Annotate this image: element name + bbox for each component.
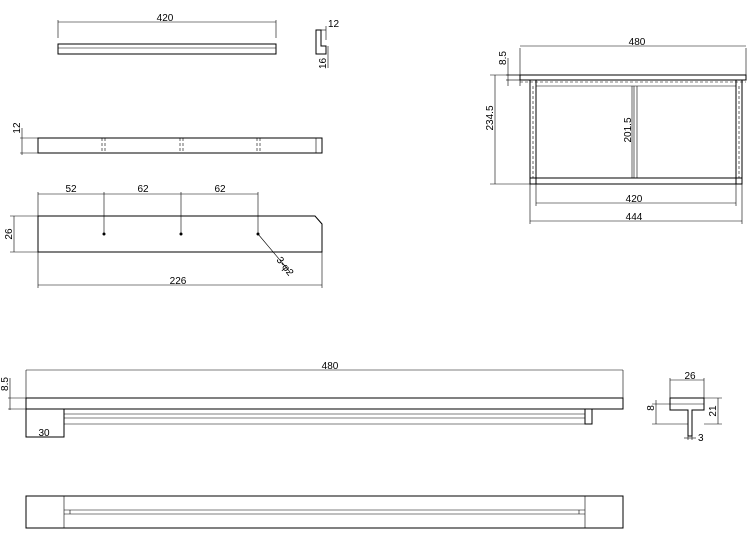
dim-end-width: 26 — [684, 371, 696, 382]
view-bottom-plan — [25, 495, 624, 529]
dim-plate-length: 226 — [170, 276, 187, 287]
dim-front-inner-height: 201.5 — [623, 117, 634, 142]
dim-end-thickness: 8 — [646, 405, 657, 411]
dim-hole-spacing-1: 52 — [65, 184, 77, 195]
dim-hole-spacing-3: 62 — [214, 184, 226, 195]
dim-plate-height: 26 — [4, 228, 15, 240]
view-mounting-plate: 52 62 62 26 3-φ2 226 — [4, 184, 323, 288]
dim-rail-thickness: 12 — [12, 122, 23, 134]
dim-bracket-thickness: 12 — [328, 19, 340, 30]
dim-front-top-thickness: 8.5 — [498, 51, 509, 65]
dim-front-top-width: 480 — [629, 37, 646, 48]
dim-end-height: 21 — [708, 405, 719, 417]
view-front-elevation: 480 8.5 234.5 201.5 420 444 — [485, 37, 747, 224]
dim-front-outer-width: 444 — [626, 212, 643, 223]
dim-front-inner-width: 420 — [626, 194, 643, 205]
dim-front-total-height: 234.5 — [485, 105, 496, 130]
dim-side-leg-width: 30 — [38, 428, 50, 439]
view-side-elevation: 480 8.5 30 — [0, 361, 624, 439]
dim-bracket-height: 16 — [318, 57, 329, 69]
dim-side-thickness: 8.5 — [0, 377, 11, 391]
dim-side-length: 480 — [322, 361, 339, 372]
view-top-shelf: 420 — [57, 13, 277, 55]
view-rail: 12 — [12, 122, 323, 155]
dim-hole-spacing-2: 62 — [137, 184, 149, 195]
view-bracket-profile: 12 16 — [315, 19, 340, 69]
view-end-profile: 26 21 8 3 — [646, 371, 722, 444]
callout-holes: 3-φ2 — [274, 255, 296, 279]
dim-top-shelf-width: 420 — [157, 13, 174, 24]
dim-end-gap: 3 — [698, 433, 704, 444]
